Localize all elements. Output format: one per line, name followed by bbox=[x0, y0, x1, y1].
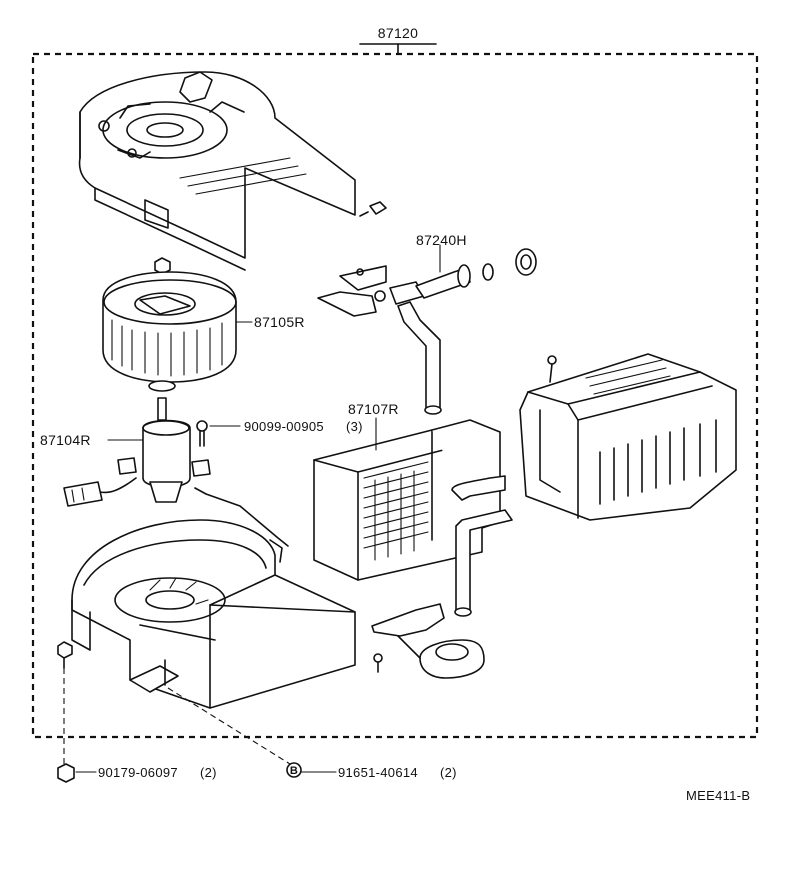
clip-qty: (2) bbox=[440, 765, 457, 780]
motor-screw-code: 90099-00905 bbox=[244, 419, 324, 434]
fan-washer bbox=[148, 380, 176, 392]
bracket-screw bbox=[373, 653, 383, 673]
fan-nut bbox=[154, 257, 171, 275]
mount-bolt-qty: (2) bbox=[200, 765, 217, 780]
diagram-ref-label: MEE411-B bbox=[686, 788, 750, 803]
blower-fan bbox=[102, 271, 237, 383]
left-mount-bolt bbox=[57, 641, 73, 669]
lower-blower-case bbox=[71, 519, 356, 709]
water-valve-label: 87240H bbox=[416, 232, 467, 248]
mount-bolt-icon bbox=[57, 763, 75, 783]
blower-fan-label: 87105R bbox=[254, 314, 305, 330]
mode-bracket bbox=[371, 603, 485, 679]
assembly-boundary bbox=[31, 43, 759, 739]
motor-screw bbox=[196, 420, 208, 447]
blower-motor-label: 87104R bbox=[40, 432, 91, 448]
clip-ref-symbol bbox=[286, 762, 302, 778]
motor-screw-qty: (3) bbox=[346, 419, 363, 434]
assembly-number-label: 87120 bbox=[378, 25, 418, 41]
blower-motor bbox=[63, 397, 211, 507]
control-cable bbox=[194, 487, 289, 547]
clip-code: 91651-40614 bbox=[338, 765, 418, 780]
case-screw bbox=[359, 201, 387, 217]
mount-bolt-code: 90179-06097 bbox=[98, 765, 178, 780]
clip-leader bbox=[167, 687, 291, 765]
water-valve bbox=[317, 248, 537, 415]
clip-ref-letter: B bbox=[290, 765, 298, 777]
cover-screw bbox=[547, 355, 557, 383]
heater-core-label: 87107R bbox=[348, 401, 399, 417]
heater-cover bbox=[519, 353, 737, 521]
heater-core bbox=[313, 419, 513, 617]
upper-blower-case bbox=[78, 71, 356, 271]
